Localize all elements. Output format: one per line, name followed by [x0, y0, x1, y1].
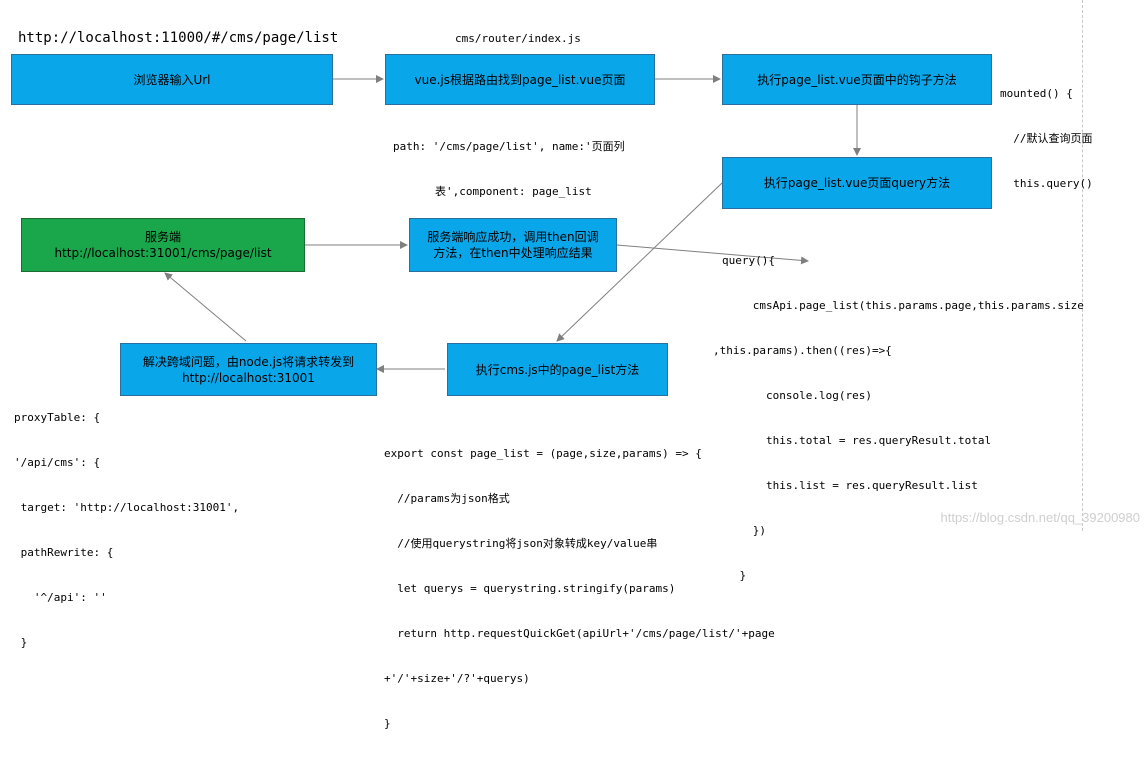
server-box: 服务端 http://localhost:31001/cms/page/list: [21, 218, 305, 272]
arrow-proxy-to-server: [164, 272, 247, 342]
hook-method-box: 执行page_list.vue页面中的钩子方法: [722, 54, 992, 105]
mounted-code: mounted() { //默认查询页面 this.query(): [1000, 87, 1093, 190]
query-method-box: 执行page_list.vue页面query方法: [722, 157, 992, 209]
page-edge-guide: [1082, 0, 1083, 531]
router-file-label: cms/router/index.js: [455, 32, 581, 45]
browser-input-box: 浏览器输入Url: [11, 54, 333, 105]
flow-diagram: http://localhost:11000/#/cms/page/list c…: [11, 0, 1141, 730]
arrow-query-to-cmsjs: [556, 182, 723, 342]
watermark: https://blog.csdn.net/qq_39200980: [940, 510, 1141, 525]
proxy-config-code: proxyTable: { '/api/cms': { target: 'htt…: [14, 411, 240, 649]
cmsjs-box: 执行cms.js中的page_list方法: [447, 343, 668, 396]
export-page-list-code: export const page_list = (page,size,para…: [384, 447, 775, 730]
path-annotation: path: '/cms/page/list', name:'页面列 表',com…: [393, 140, 625, 198]
proxy-box: 解决跨域问题，由node.js将请求转发到 http://localhost:3…: [120, 343, 377, 396]
arrow-response-to-query-code: [616, 244, 809, 265]
url-label: http://localhost:11000/#/cms/page/list: [18, 30, 339, 46]
vue-route-box: vue.js根据路由找到page_list.vue页面: [385, 54, 655, 105]
response-box: 服务端响应成功，调用then回调 方法，在then中处理响应结果: [409, 218, 617, 272]
arrows-layer: [164, 75, 861, 373]
